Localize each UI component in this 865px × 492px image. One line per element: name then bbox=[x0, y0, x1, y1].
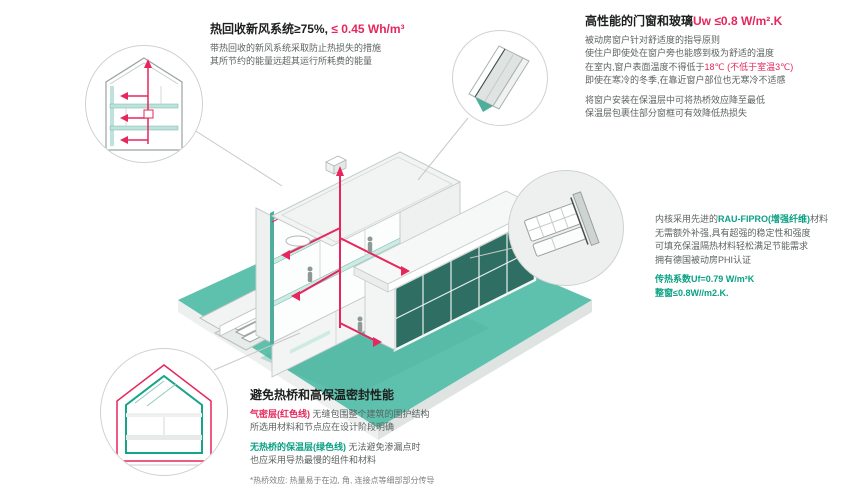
hrv-line2: 其所节约的能量远超其运行所耗费的能量 bbox=[210, 56, 373, 67]
ventilation-ducts bbox=[284, 174, 407, 343]
hrv-title-main: 热回收新风系统≥75%, bbox=[210, 22, 328, 36]
profile-line1-post: 材料 bbox=[810, 214, 829, 224]
windows-note: 高性能的门窗和玻璃Uw ≤0.8 W/m².K 被动房窗户针对舒适度的指导原则 … bbox=[585, 14, 853, 121]
duct-arrows bbox=[281, 166, 410, 347]
windows-line1: 被动房窗户针对舒适度的指导原则 bbox=[585, 34, 721, 45]
windows-title-main: 高性能的门窗和玻璃 bbox=[585, 14, 694, 28]
hrv-detail-circle bbox=[85, 45, 203, 163]
profile-line3: 可填充保温隔热材料轻松满足节能需求 bbox=[655, 241, 809, 251]
profile-detail-circle bbox=[508, 170, 624, 286]
windows-title: 高性能的门窗和玻璃Uw ≤0.8 W/m².K bbox=[585, 14, 853, 30]
windows-line6: 保温层包裹住部分窗框可有效降低热损失 bbox=[585, 108, 748, 119]
thermal-line3: 无热桥的保温层(绿色线) 无法避免渗漏点时 bbox=[250, 441, 560, 455]
windows-line3: 在室内,窗户表面温度不得低于18℃ (不低于室温3℃) bbox=[585, 61, 853, 75]
thermal-bridge-circle bbox=[100, 348, 228, 476]
windows-line2: 使住户即使处在窗户旁也能感到极为舒适的温度 bbox=[585, 48, 775, 59]
profile-line2: 无需额外补强,具有超强的稳定性和强度 bbox=[655, 227, 811, 238]
profile-uf-value: 传热系数Uf=0.79 W/m²K bbox=[655, 274, 755, 284]
windows-line3-red: 18℃ (不低于室温3℃) bbox=[704, 61, 794, 72]
thermal-line4: 也应采用导热最慢的组件和材料 bbox=[250, 455, 377, 466]
bathtub bbox=[285, 235, 311, 247]
windows-line4: 即使在寒冷的冬季,在靠近窗户部位也无寒冷不适感 bbox=[585, 75, 786, 86]
hrv-line1: 带热回收的新风系统采取防止热损失的措施 bbox=[210, 42, 382, 53]
thermal-line1: 气密层(红色线) 无缝包围整个建筑的围护结构 bbox=[250, 408, 560, 422]
hrv-note: 热回收新风系统≥75%, ≤ 0.45 Wh/m³ 带热回收的新风系统采取防止热… bbox=[210, 22, 520, 69]
profile-line1-material: RAU-FIPRO(增强纤维) bbox=[718, 214, 811, 224]
thermal-title: 避免热桥和高保温密封性能 bbox=[250, 388, 395, 402]
windows-line3-pre: 在室内,窗户表面温度不得低于 bbox=[585, 61, 705, 72]
profile-uw-value: 整窗≤0.8W//m2.K. bbox=[655, 287, 729, 298]
rooftop-unit bbox=[325, 155, 347, 175]
thermal-line3-rest: 无法避免渗漏点时 bbox=[346, 441, 421, 452]
thermal-line2: 所选用材料和节点应在设计阶段明确 bbox=[250, 422, 395, 433]
hrv-title-value: ≤ 0.45 Wh/m³ bbox=[327, 22, 405, 36]
window-corner-illustration bbox=[468, 45, 530, 112]
thermal-section-illustration bbox=[109, 364, 219, 466]
profile-line4: 拥有德国被动房PHI认证 bbox=[655, 254, 752, 265]
profile-note: 内核采用先进的RAU-FIPRO(增强纤维)材料 无需额外补强,具有超强的稳定性… bbox=[655, 213, 860, 300]
window-profile-illustration bbox=[524, 191, 600, 257]
hrv-title: 热回收新风系统≥75%, ≤ 0.45 Wh/m³ bbox=[210, 22, 520, 38]
thermal-note: 避免热桥和高保温密封性能 气密层(红色线) 无缝包围整个建筑的围护结构 所选用材… bbox=[250, 388, 560, 487]
hrv-section-illustration bbox=[105, 57, 183, 151]
window-corner-circle bbox=[452, 30, 548, 126]
roof-top bbox=[270, 151, 462, 247]
thermal-airtight-label: 气密层(红色线) bbox=[250, 408, 310, 419]
thermal-line1-rest: 无缝包围整个建筑的围护结构 bbox=[310, 408, 430, 419]
thermal-footnote: *热桥效应: 热量易于在边, 角, 连接点等细部部分传导 bbox=[250, 475, 435, 485]
windows-line5: 将窗户安装在保温层中可将热桥效应降至最低 bbox=[585, 94, 766, 105]
people-figures bbox=[307, 236, 373, 332]
windows-title-value: Uw ≤0.8 W/m².K bbox=[693, 14, 783, 28]
profile-line1-pre: 内核采用先进的 bbox=[655, 214, 719, 224]
thermal-insulation-label: 无热桥的保温层(绿色线) bbox=[250, 441, 346, 452]
profile-line1: 内核采用先进的RAU-FIPRO(增强纤维)材料 bbox=[655, 213, 860, 227]
